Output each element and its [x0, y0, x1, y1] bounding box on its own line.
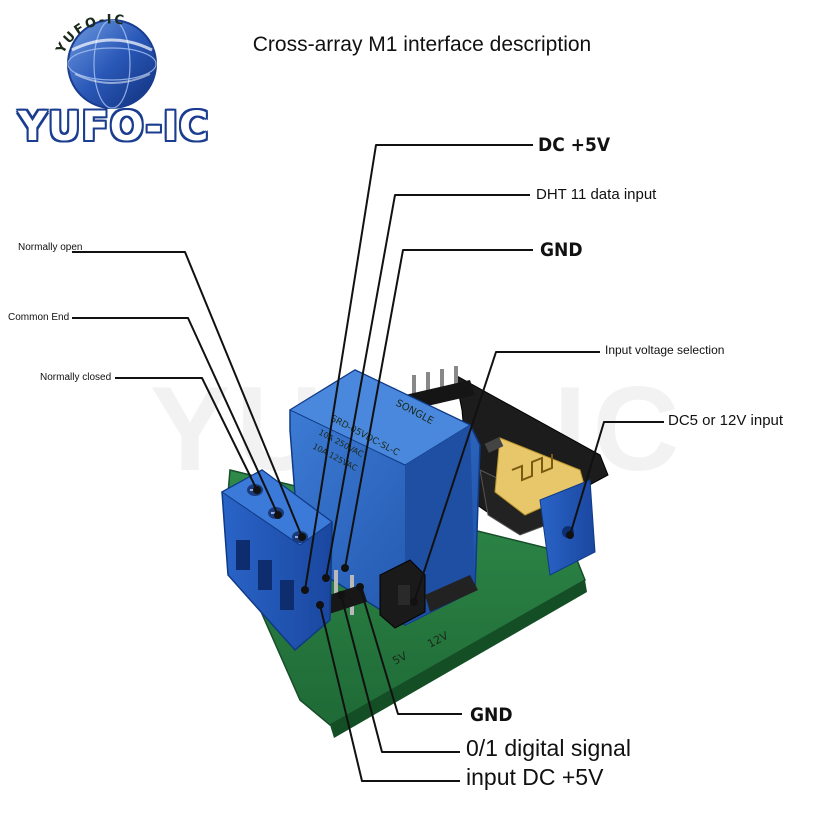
leader-dc5-12v: [569, 421, 664, 536]
label-dc-5v: DC +5V: [538, 134, 611, 156]
label-gnd-top: GND: [540, 239, 583, 261]
leader-dc-5v: [304, 144, 533, 591]
logo-globe: YUFO-IC: [53, 12, 157, 109]
leader-signal-5v: [319, 604, 460, 782]
leader-gnd-bottom: [359, 586, 462, 715]
label-signal-line1: 0/1 digital signal: [466, 735, 631, 761]
label-signal-line2: input DC +5V: [466, 764, 604, 790]
leader-common-end: [72, 317, 279, 516]
leader-normally-open: [72, 251, 303, 538]
label-dc5-12v: DC5 or 12V input: [668, 412, 784, 429]
logo-wordmark: YUFO-IC: [18, 104, 210, 150]
pin-markers: [253, 486, 574, 609]
label-normally-open: Normally open: [18, 242, 83, 253]
leader-lines: [72, 144, 664, 782]
label-gnd-bottom: GND: [470, 704, 513, 726]
pcb-5v-mark: 5V: [390, 649, 409, 668]
label-common-end: Common End: [8, 312, 70, 323]
leader-signal: [340, 594, 460, 753]
leader-normally-closed: [115, 377, 258, 491]
leader-input-voltage: [413, 351, 600, 603]
label-input-voltage: Input voltage selection: [605, 343, 725, 357]
leader-dht11: [325, 194, 530, 579]
label-dht11: DHT 11 data input: [536, 186, 657, 203]
label-normally-closed: Normally closed: [40, 372, 112, 383]
page-title: Cross-array M1 interface description: [226, 26, 618, 64]
voltage-jumper: [379, 559, 478, 629]
leader-gnd-top: [344, 249, 533, 569]
